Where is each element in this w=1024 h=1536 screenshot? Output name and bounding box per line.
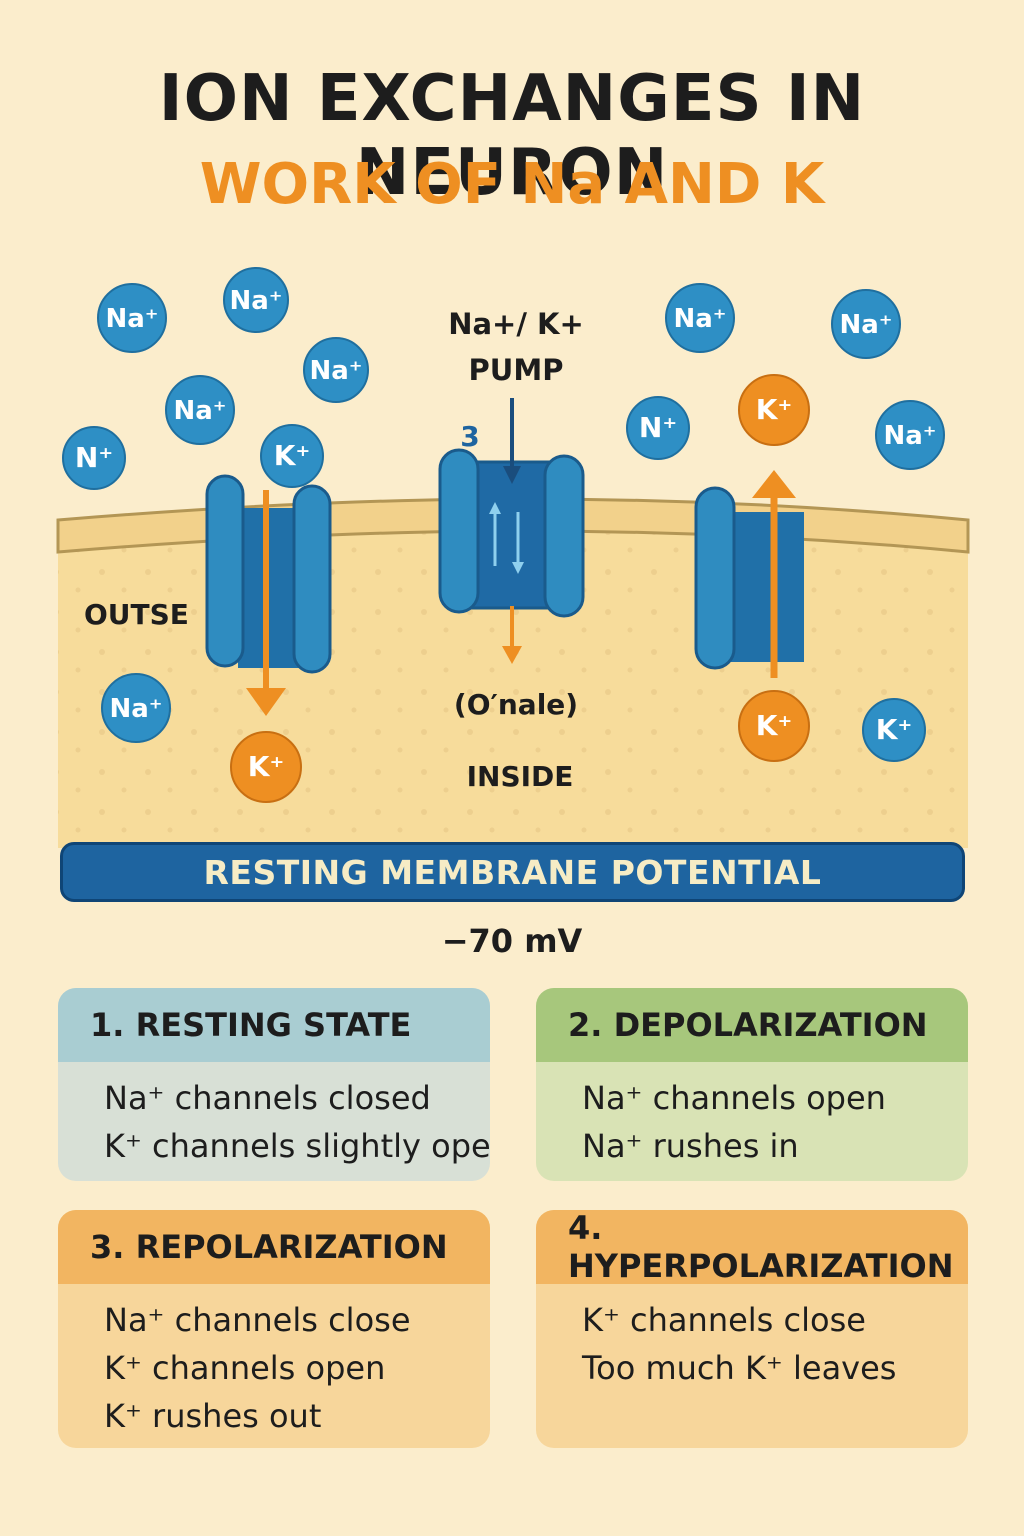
ion-label: K⁺ bbox=[876, 713, 912, 746]
ion-label: Na⁺ bbox=[839, 310, 892, 340]
ion-label: K⁺ bbox=[248, 750, 284, 783]
sodium-ion bbox=[165, 375, 235, 445]
card-title: 4. HYPERPOLARIZATION bbox=[536, 1210, 968, 1285]
card-title: 2. DEPOLARIZATION bbox=[536, 988, 968, 1062]
sodium-ion bbox=[875, 400, 945, 470]
stage-card-depolarization: 2. DEPOLARIZATION Na⁺ channels open Na⁺ … bbox=[536, 988, 968, 1181]
ion-label: K⁺ bbox=[756, 393, 792, 426]
sodium-ion bbox=[862, 698, 926, 762]
ion-particles: Na⁺ Na⁺ Na⁺ Na⁺ N⁺ K⁺ Na⁺ Na⁺ N⁺ K⁺ Na⁺ Na⁺ K⁺ K⁺ K⁺ bbox=[62, 267, 945, 803]
sodium-ion bbox=[260, 424, 324, 488]
sodium-ion bbox=[665, 283, 735, 353]
potassium-channel-right bbox=[694, 470, 804, 678]
sodium-channel-left bbox=[205, 474, 332, 716]
card-title: 3. REPOLARIZATION bbox=[58, 1210, 490, 1284]
page-title: ION EXCHANGES IN NEURON bbox=[158, 62, 866, 210]
sodium-ion bbox=[101, 673, 171, 743]
ion-label: N⁺ bbox=[75, 441, 113, 474]
outside-label: OUTSE bbox=[84, 598, 189, 631]
pump-count: 3 bbox=[460, 420, 479, 453]
potassium-ion bbox=[738, 690, 810, 762]
membrane-voltage: −70 mV bbox=[441, 922, 583, 960]
card-line: Na⁺ channels closed bbox=[104, 1079, 431, 1117]
card-line: Na⁺ channels open bbox=[582, 1079, 886, 1117]
ion-label: Na⁺ bbox=[309, 356, 362, 386]
card-line: K⁺ channels slightly open bbox=[104, 1127, 490, 1165]
ion-label: Na⁺ bbox=[173, 396, 226, 426]
sodium-ion bbox=[303, 337, 369, 403]
stage-card-repolarization: 3. REPOLARIZATION Na⁺ channels close K⁺ … bbox=[58, 1210, 490, 1448]
inside-label: INSIDE bbox=[467, 760, 574, 793]
pump-label-2: PUMP bbox=[469, 353, 564, 387]
ion-label: K⁺ bbox=[756, 709, 792, 742]
stage-card-hyperpolarization: 4. HYPERPOLARIZATION K⁺ channels close T… bbox=[536, 1210, 968, 1448]
potassium-ion bbox=[738, 374, 810, 446]
ion-label: N⁺ bbox=[639, 411, 677, 444]
sodium-ion bbox=[97, 283, 167, 353]
sodium-ion bbox=[223, 267, 289, 333]
ion-label: Na⁺ bbox=[883, 421, 936, 451]
card-line: K⁺ channels open bbox=[104, 1349, 386, 1387]
card-line: K⁺ rushes out bbox=[104, 1397, 322, 1435]
ion-label: Na⁺ bbox=[673, 304, 726, 334]
center-note: (O′nale) bbox=[454, 688, 578, 721]
card-title: 1. RESTING STATE bbox=[58, 988, 490, 1062]
pump-label: Na+/ K+ bbox=[448, 307, 584, 341]
ion-label: K⁺ bbox=[274, 439, 310, 472]
sodium-ion bbox=[626, 396, 690, 460]
resting-potential-banner: RESTING MEMBRANE POTENTIAL bbox=[60, 842, 965, 902]
ion-label: Na⁺ bbox=[229, 286, 282, 316]
card-line: K⁺ channels close bbox=[582, 1301, 866, 1339]
ion-label: Na⁺ bbox=[109, 694, 162, 724]
sodium-potassium-pump bbox=[438, 398, 585, 664]
sodium-ion bbox=[831, 289, 901, 359]
sodium-ion bbox=[62, 426, 126, 490]
page-subtitle: WORK OF Na AND K bbox=[199, 152, 825, 217]
ion-label: Na⁺ bbox=[105, 304, 158, 334]
potassium-ion bbox=[230, 731, 302, 803]
card-line: Too much K⁺ leaves bbox=[582, 1349, 897, 1387]
card-line: Na⁺ channels close bbox=[104, 1301, 411, 1339]
stage-card-resting: 1. RESTING STATE Na⁺ channels closed K⁺ … bbox=[58, 988, 490, 1181]
card-line: Na⁺ rushes in bbox=[582, 1127, 799, 1165]
